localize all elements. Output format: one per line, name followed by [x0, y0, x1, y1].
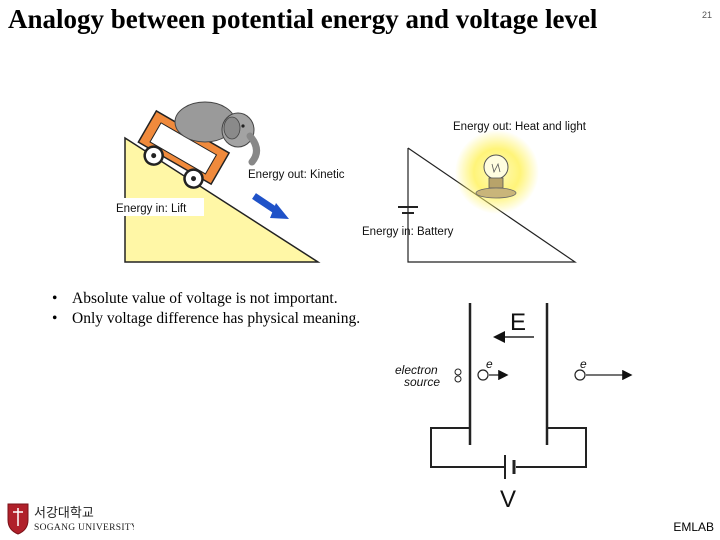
- bullet-item: •Absolute value of voltage is not import…: [52, 290, 338, 307]
- label-field-e: E: [510, 309, 526, 336]
- label-electron-1: e: [486, 357, 493, 371]
- ramp-figure: Energy in: Lift Energy out: Kinetic: [112, 101, 345, 263]
- external-circuit: [430, 427, 504, 468]
- label-energy-in-battery: Energy in: Battery: [362, 226, 454, 238]
- label-energy-out-heat-light: Energy out: Heat and light: [453, 121, 587, 133]
- field-diagram: E electron source e e V: [395, 303, 633, 513]
- cart: [137, 109, 231, 189]
- logo-english-name: SOGANG UNIVERSITY: [34, 523, 134, 533]
- label-voltage-v: V: [500, 486, 516, 513]
- bullet-list: •Absolute value of voltage is not import…: [52, 289, 382, 329]
- page-number: 21: [701, 10, 712, 20]
- circuit-figure: Energy out: Heat and light Energy in: Ba…: [362, 121, 587, 263]
- footer-brand: EMLAB: [673, 520, 714, 534]
- bullet-item: •Only voltage difference has physical me…: [52, 310, 361, 327]
- label-energy-in-lift: Energy in: Lift: [116, 203, 187, 215]
- label-electron-source-1: electron: [395, 363, 438, 377]
- logo-korean-name: 서강대학교: [34, 506, 94, 521]
- label-electron-2: e: [580, 357, 587, 371]
- elephant-icon: [174, 101, 260, 166]
- motion-arrow: [252, 193, 289, 219]
- university-logo: 서강대학교 SOGANG UNIVERSITY: [7, 503, 134, 535]
- light-bulb-icon: [475, 154, 517, 199]
- electron-2: [574, 369, 586, 381]
- label-electron-source-2: source: [404, 375, 440, 389]
- label-energy-out-kinetic: Energy out: Kinetic: [248, 169, 345, 181]
- slide-title: Analogy between potential energy and vol…: [8, 4, 598, 34]
- electron-1: [477, 369, 489, 381]
